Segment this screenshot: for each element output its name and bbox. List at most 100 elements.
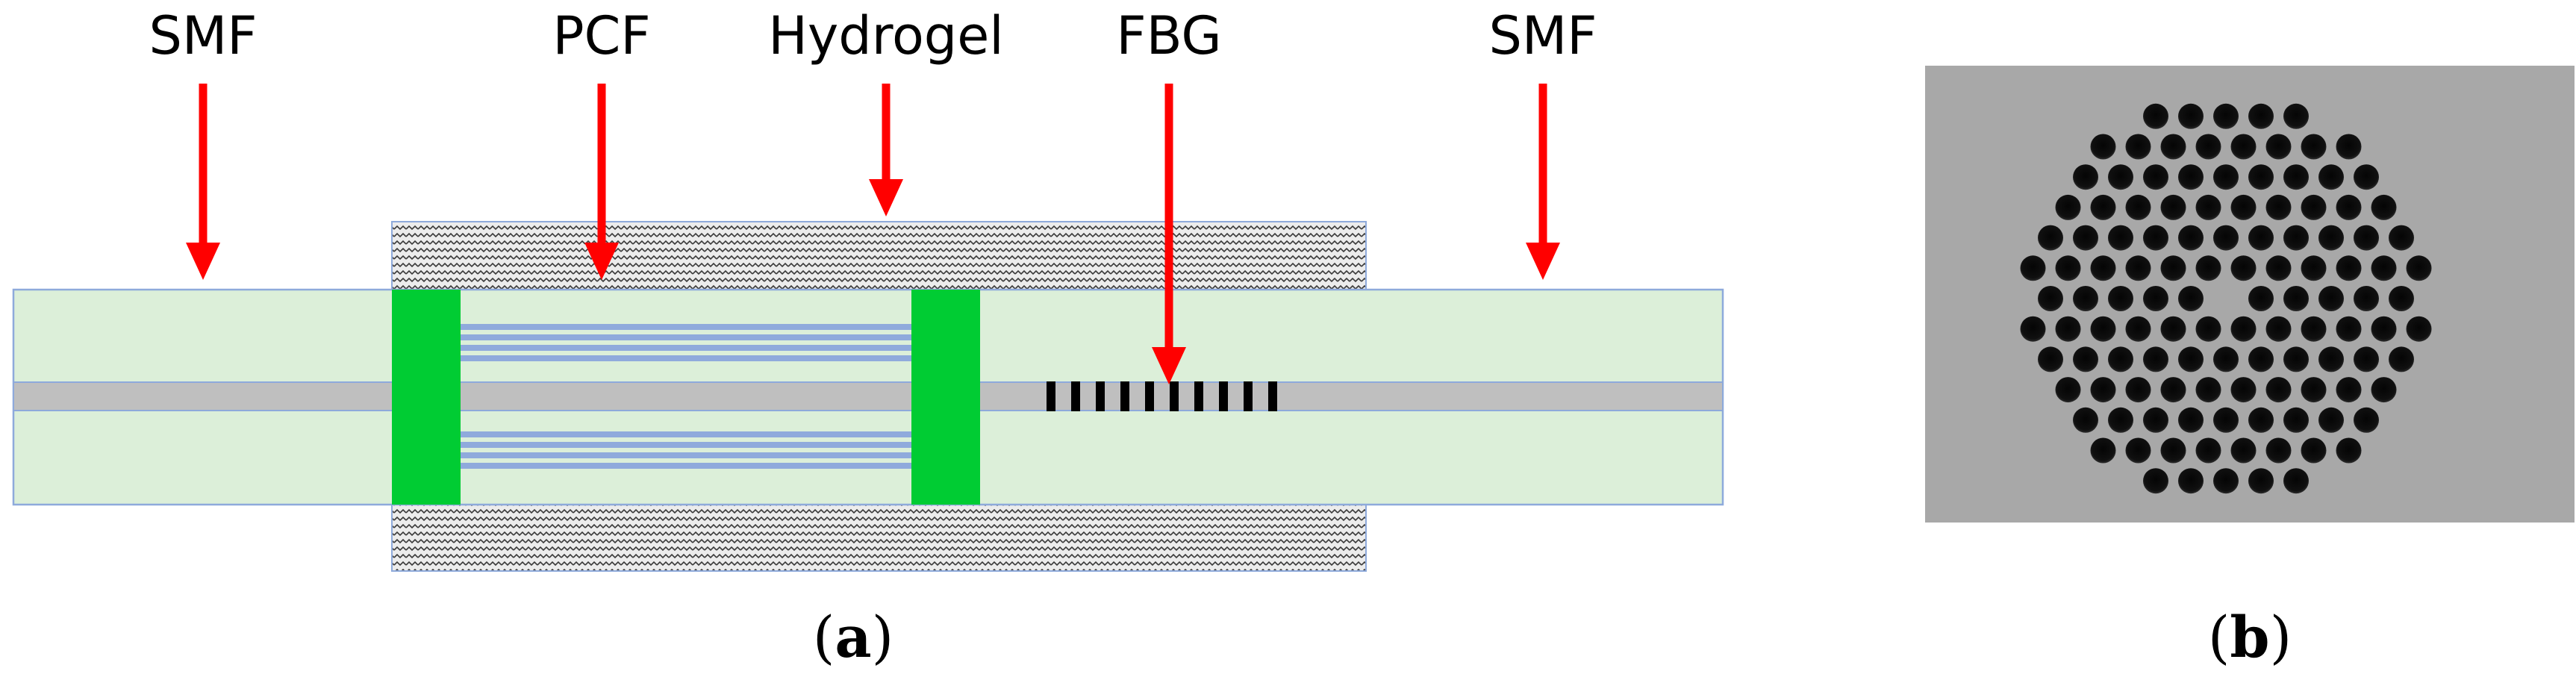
fbg-mark [1268, 381, 1277, 411]
air-hole [2406, 316, 2432, 342]
splice-left [392, 290, 461, 505]
air-hole [2195, 377, 2221, 403]
air-hole [2038, 286, 2063, 311]
caption-b-letter: b [2230, 604, 2269, 670]
air-hole [2160, 377, 2186, 403]
air-hole [2038, 346, 2063, 372]
air-hole [2090, 316, 2116, 342]
air-hole [2336, 255, 2362, 281]
pcf-hole-channel [461, 442, 911, 448]
air-hole [2020, 255, 2046, 281]
air-hole [2354, 346, 2379, 372]
air-hole [2318, 164, 2344, 190]
air-hole [2055, 316, 2081, 342]
air-hole [2020, 316, 2046, 342]
air-hole [2213, 225, 2239, 251]
air-hole [2283, 346, 2309, 372]
air-hole [2230, 316, 2257, 342]
air-hole [2248, 225, 2274, 251]
air-hole [2265, 377, 2292, 403]
air-hole [2301, 316, 2327, 342]
air-hole [2178, 164, 2204, 190]
air-hole [2073, 286, 2098, 311]
air-hole [2090, 255, 2116, 281]
splice-right [911, 290, 980, 505]
pcf-cross-section [2020, 103, 2432, 494]
air-hole [2336, 134, 2362, 160]
caption-a-open: ( [813, 604, 835, 670]
air-hole [2354, 225, 2379, 251]
air-hole [2090, 134, 2116, 160]
air-hole [2125, 377, 2151, 403]
air-hole [2301, 255, 2327, 281]
air-hole [2230, 377, 2257, 403]
air-hole [2283, 286, 2309, 311]
fbg-mark [1219, 381, 1228, 411]
air-hole [2336, 316, 2362, 342]
air-hole [2178, 286, 2204, 311]
air-hole [2160, 316, 2186, 342]
air-hole [2248, 286, 2274, 311]
label-pcf: PCF [552, 5, 650, 66]
air-hole [2389, 286, 2414, 311]
pcf-hole-channel [461, 452, 911, 458]
air-hole [2143, 346, 2168, 372]
label-hydrogel: Hydrogel [768, 5, 1004, 66]
air-hole [2195, 134, 2221, 160]
air-hole [2195, 437, 2221, 464]
label-smf-left: SMF [149, 5, 257, 66]
air-hole [2143, 103, 2168, 129]
arrow-smf-left [186, 84, 220, 280]
air-hole [2178, 407, 2204, 433]
air-hole [2213, 164, 2239, 190]
arrow-hydrogel [869, 84, 903, 216]
air-hole [2283, 468, 2309, 494]
arrow-pcf [584, 84, 619, 280]
air-hole [2055, 194, 2081, 220]
air-hole [2265, 194, 2292, 220]
pcf-hole-channel [461, 334, 911, 340]
air-hole [2371, 194, 2397, 220]
air-hole [2195, 194, 2221, 220]
air-hole [2108, 286, 2133, 311]
air-hole [2178, 225, 2204, 251]
air-hole [2195, 316, 2221, 342]
air-hole [2160, 255, 2186, 281]
fiber-core [13, 381, 1724, 411]
air-hole [2055, 377, 2081, 403]
pcf-hole-channel [461, 355, 911, 361]
fbg-mark [1170, 381, 1179, 411]
pcf-hole-channel [461, 324, 911, 330]
air-hole [2336, 377, 2362, 403]
air-hole [2125, 194, 2151, 220]
air-hole [2160, 194, 2186, 220]
air-hole [2354, 164, 2379, 190]
caption-a-letter: a [835, 604, 871, 670]
panel-a-schematic: SMF PCF Hydrogel FBG SMF (a) [12, 5, 1724, 670]
air-hole [2125, 134, 2151, 160]
pcf-hole-channel [461, 431, 911, 437]
air-hole [2178, 346, 2204, 372]
caption-a-close: ) [872, 604, 894, 670]
label-smf-right: SMF [1488, 5, 1597, 66]
air-hole [2230, 194, 2257, 220]
fbg-mark [1244, 381, 1253, 411]
air-hole [2160, 437, 2186, 464]
air-hole [2301, 437, 2327, 464]
air-hole [2213, 407, 2239, 433]
air-hole [2108, 164, 2133, 190]
air-hole [2090, 437, 2116, 464]
air-hole [2318, 407, 2344, 433]
label-fbg: FBG [1116, 5, 1221, 66]
air-hole [2248, 407, 2274, 433]
air-hole [2073, 407, 2098, 433]
air-hole [2248, 103, 2274, 129]
air-hole [2195, 255, 2221, 281]
fbg-grating [1047, 381, 1277, 411]
air-hole [2213, 346, 2239, 372]
air-hole [2125, 255, 2151, 281]
air-hole [2073, 225, 2098, 251]
air-hole [2283, 225, 2309, 251]
